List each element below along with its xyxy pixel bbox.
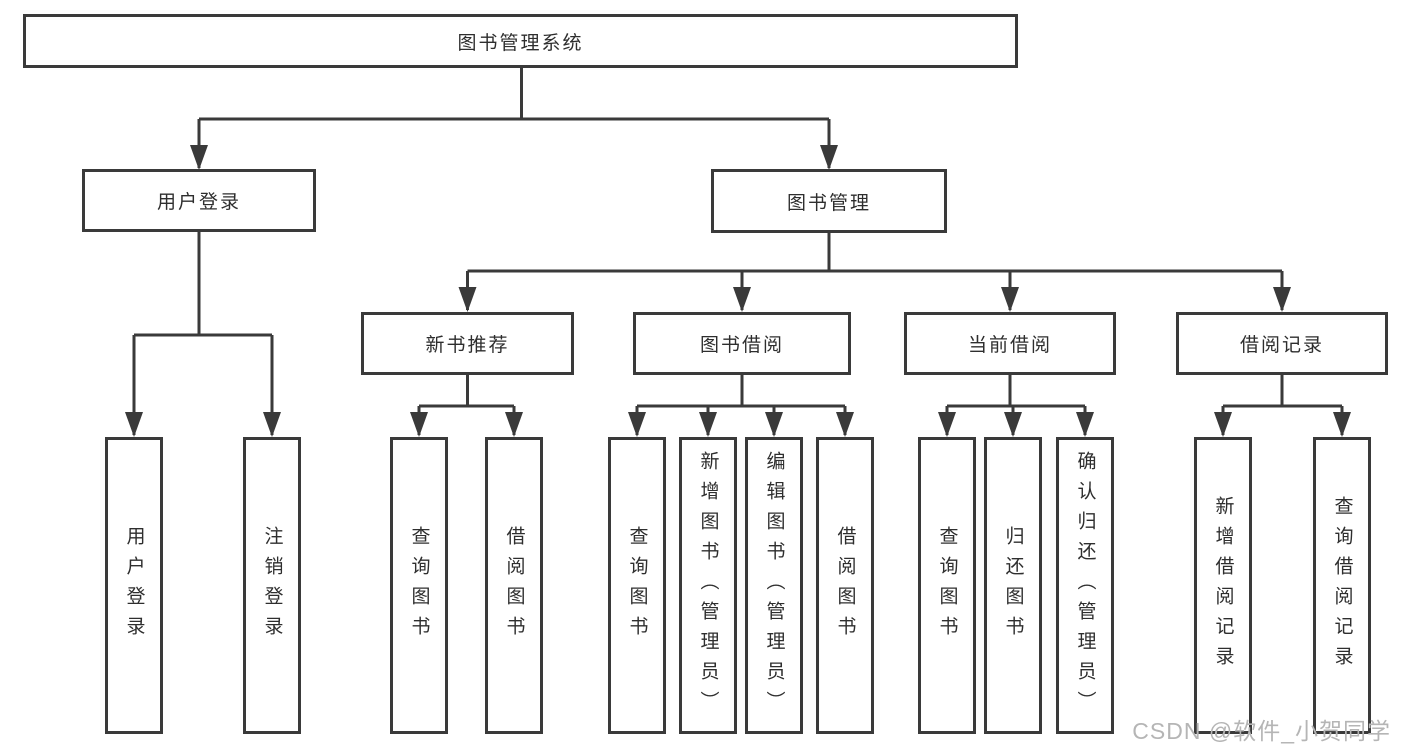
leaf-label: 查询图书 [626,525,648,646]
node-label: 图书借阅 [699,335,784,356]
leaf-label: 用户登录 [123,525,145,646]
leaf-label: 查询图书 [936,525,958,646]
arrow-down-icon [765,412,783,437]
leaf-return-book: 归还图书 [984,437,1042,734]
node-user-login: 用户登录 [82,169,316,232]
arrow-down-icon [1333,412,1351,437]
leaf-edit-book-admin: 编辑图书（管理员） [745,437,803,734]
leaf-borrow-book-1: 借阅图书 [485,437,543,734]
leaf-label: 新增借阅记录 [1212,495,1234,676]
leaf-query-book-3: 查询图书 [918,437,976,734]
arrow-down-icon [410,412,428,437]
leaf-add-borrow-record: 新增借阅记录 [1194,437,1252,734]
leaf-label: 查询借阅记录 [1331,495,1353,676]
leaf-query-book-1: 查询图书 [390,437,448,734]
arrow-down-icon [820,145,838,170]
arrow-down-icon [938,412,956,437]
arrow-down-icon [733,287,751,312]
node-library-management-system: 图书管理系统 [23,14,1018,68]
node-label: 用户登录 [156,192,241,213]
arrow-down-icon [458,287,477,312]
arrow-down-icon [1001,287,1019,312]
leaf-label: 编辑图书（管理员） [763,450,785,721]
leaf-label: 注销登录 [261,525,283,646]
leaf-borrow-book-2: 借阅图书 [816,437,874,734]
arrow-down-icon [836,412,854,437]
node-label: 借阅记录 [1239,335,1324,356]
leaf-label: 借阅图书 [834,525,856,646]
arrow-down-icon [190,145,208,170]
arrowheads [125,145,1351,437]
arrow-down-icon [263,412,281,437]
node-label: 当前借阅 [967,335,1052,356]
leaf-query-borrow-record: 查询借阅记录 [1313,437,1371,734]
leaf-label: 新增图书（管理员） [697,450,719,721]
leaf-label: 借阅图书 [503,525,525,646]
node-label: 新书推荐 [425,335,510,356]
csdn-watermark: CSDN @软件_小贺同学 [1132,718,1391,744]
arrow-down-icon [125,412,143,437]
leaf-label: 查询图书 [408,525,430,646]
node-label: 图书管理系统 [457,32,584,54]
arrow-down-icon [628,412,646,437]
node-book-management: 图书管理 [711,169,947,233]
leaf-add-book-admin: 新增图书（管理员） [679,437,737,734]
arrow-down-icon [505,412,523,437]
leaf-user-login: 用户登录 [105,437,163,734]
leaf-label: 归还图书 [1002,525,1024,646]
arrow-down-icon [699,412,717,437]
node-book-borrow: 图书借阅 [633,312,851,375]
arrow-down-icon [1076,412,1094,437]
arrow-down-icon [1273,287,1291,312]
arrow-down-icon [1214,412,1232,437]
leaf-confirm-return-admin: 确认归还（管理员） [1056,437,1114,734]
node-current-borrow: 当前借阅 [904,312,1116,375]
leaf-label: 确认归还（管理员） [1074,450,1096,721]
node-new-book-recommend: 新书推荐 [361,312,574,375]
arrow-down-icon [1004,412,1022,437]
node-borrow-record: 借阅记录 [1176,312,1388,375]
node-label: 图书管理 [786,192,871,214]
leaf-query-book-2: 查询图书 [608,437,666,734]
leaf-logout: 注销登录 [243,437,301,734]
